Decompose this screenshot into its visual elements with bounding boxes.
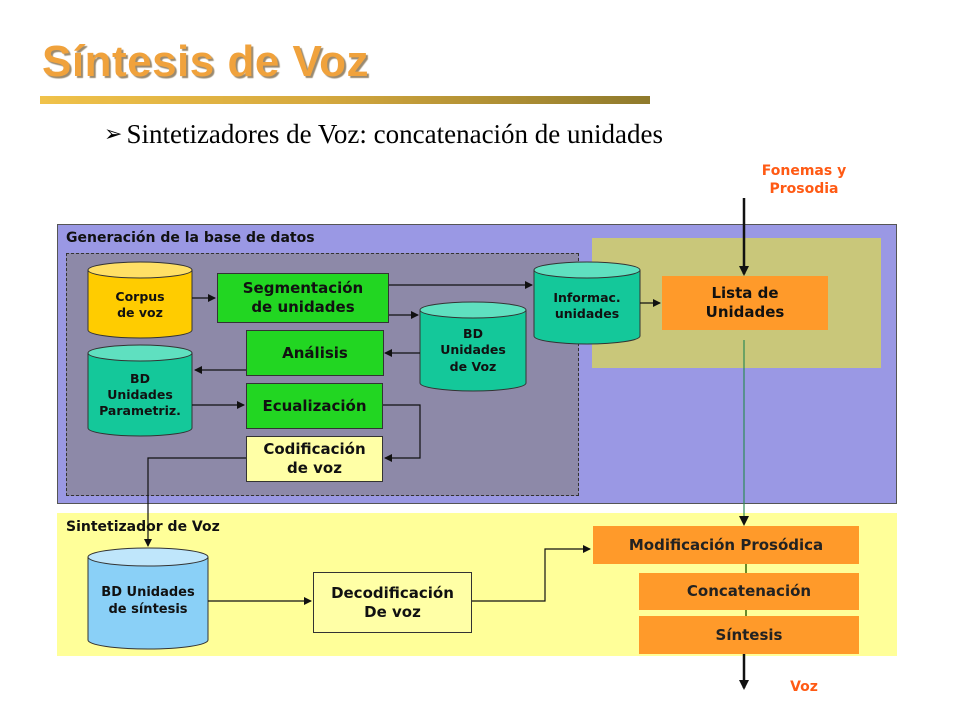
informac-label-2: unidades bbox=[554, 306, 620, 321]
sintesis-label: Síntesis bbox=[715, 625, 783, 644]
codificacion-label-2: de voz bbox=[287, 459, 342, 477]
generation-panel-label: Generación de la base de datos bbox=[66, 230, 315, 246]
bd-voz-label-2: Unidades bbox=[440, 342, 506, 358]
lista-label-1: Lista de bbox=[711, 284, 779, 303]
corpus-db-cylinder bbox=[87, 261, 193, 339]
decodificacion-label-2: De voz bbox=[364, 602, 421, 621]
codificacion-label-1: Codificación bbox=[263, 440, 366, 459]
bd-param-cylinder bbox=[87, 344, 193, 437]
informac-cylinder bbox=[533, 261, 641, 345]
bd-voz-label-1: BD bbox=[463, 326, 483, 342]
bd-voz-label-3: de Voz bbox=[449, 358, 497, 374]
fonemas-prosodia-label: Fonemas y Prosodia bbox=[736, 162, 872, 198]
subtitle-text: Sintetizadores de Voz: concatenación de … bbox=[126, 119, 664, 149]
subtitle: ➢Sintetizadores de Voz: concatenación de… bbox=[104, 118, 663, 150]
bd-param-label-3: Parametriz. bbox=[99, 403, 181, 419]
informac-db: Informac.unidades bbox=[534, 278, 640, 334]
bd-sintesis-label-2: de síntesis bbox=[108, 602, 188, 617]
segmentacion-label-1: Segmentación bbox=[242, 279, 364, 298]
decodificacion-label-1: Decodificación bbox=[331, 583, 454, 602]
informac-label-1: Informac. bbox=[553, 289, 621, 305]
sintesis-box: Síntesis bbox=[639, 616, 859, 654]
analisis-label: Análisis bbox=[282, 343, 348, 362]
bd-sintesis-label-1: BD Unidades bbox=[101, 585, 195, 601]
corpus-label-1: Corpus bbox=[115, 288, 165, 304]
synthesizer-panel-label: Sintetizador de Voz bbox=[66, 519, 220, 535]
bd-voz-cylinder bbox=[419, 301, 527, 392]
concatenacion-box: Concatenación bbox=[639, 573, 859, 610]
fonemas-line-1: Fonemas y bbox=[761, 163, 847, 179]
lista-label-2: Unidades bbox=[705, 303, 785, 321]
fonemas-line-2: Prosodia bbox=[769, 181, 839, 198]
mod-prosodica-label: Modificación Prosódica bbox=[628, 535, 824, 554]
bd-sintesis-cylinder bbox=[87, 547, 209, 650]
analisis-box: Análisis bbox=[246, 330, 384, 376]
corpus-label-2: de voz bbox=[117, 305, 163, 320]
bd-param-label-1: BD bbox=[130, 370, 150, 386]
ecualizacion-label: Ecualización bbox=[262, 396, 367, 415]
bullet-arrow-icon: ➢ bbox=[104, 121, 123, 146]
ecualizacion-box: Ecualización bbox=[246, 383, 383, 429]
bd-param-label-2: Unidades bbox=[107, 386, 173, 402]
concatenacion-label: Concatenación bbox=[686, 582, 812, 601]
title-underline bbox=[40, 96, 650, 104]
page-title: Síntesis de Voz bbox=[42, 37, 369, 86]
voz-output-label: Voz bbox=[790, 679, 818, 695]
modificacion-prosodica-box: Modificación Prosódica bbox=[593, 526, 859, 564]
segmentacion-label-2: de unidades bbox=[251, 298, 355, 316]
